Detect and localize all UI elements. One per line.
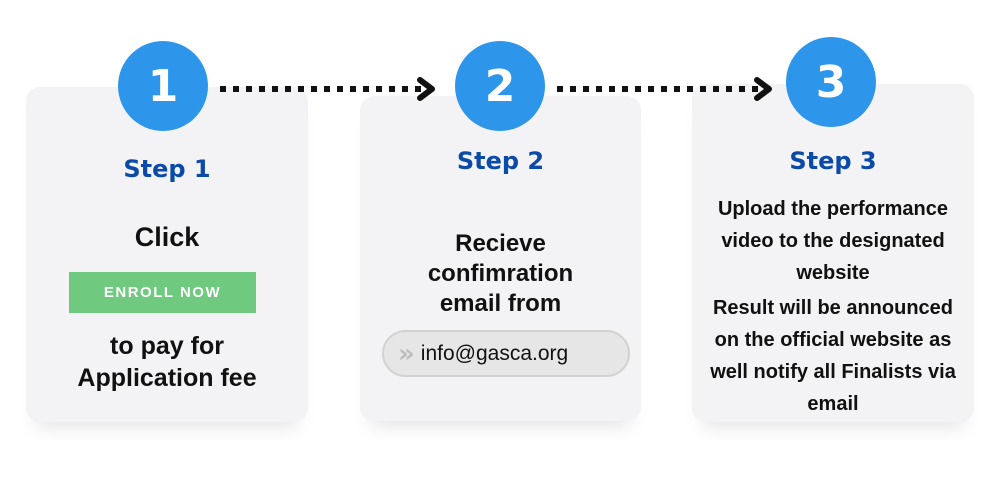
step-2-title: Step 2 — [456, 147, 545, 175]
step-1-number-badge: 1 — [118, 41, 208, 131]
enroll-now-button[interactable]: ENROLL NOW — [69, 272, 256, 313]
step-3-result-description: Result will be announced on the official… — [692, 292, 974, 420]
step-3-title: Step 3 — [789, 147, 877, 175]
email-address: info@gasca.org — [420, 341, 569, 365]
step-1-description: to pay for Application fee — [26, 330, 308, 394]
step-3-result-line: well notify all Finalists via — [710, 361, 956, 383]
step-3-upload-line: website — [796, 262, 870, 284]
step-3-upload-line: video to the designated — [721, 230, 945, 252]
step-3-card — [692, 84, 974, 422]
step-3-result-line: Result will be announced — [712, 297, 954, 319]
step-1-title: Step 1 — [123, 155, 211, 183]
email-address-pill[interactable]: » info@gasca.org — [382, 330, 630, 377]
step-3-result-line: email — [807, 393, 859, 415]
step-1-click-text: Click — [134, 222, 200, 252]
step-3-upload-line: Upload the performance — [717, 198, 949, 220]
step-2-description-line: confimration — [427, 260, 574, 287]
connector-arrow-2-3 — [557, 77, 772, 101]
step-3-number-badge: 3 — [786, 37, 876, 127]
step-2-description-line: email from — [439, 290, 562, 317]
step-1-description-line: Application fee — [77, 364, 257, 392]
chevrons-right-icon: » — [398, 338, 415, 369]
step-3-result-line: on the official website as — [714, 329, 952, 351]
step-1-card — [26, 87, 308, 422]
step-3-upload-description: Upload the performance video to the desi… — [692, 193, 974, 289]
step-2-description: Recieve confimration email from — [360, 229, 641, 319]
step-2-number-badge: 2 — [455, 41, 545, 131]
step-2-description-line: Recieve — [455, 230, 546, 257]
step-1-description-line: to pay for — [110, 332, 224, 360]
connector-arrow-1-2 — [220, 77, 435, 101]
